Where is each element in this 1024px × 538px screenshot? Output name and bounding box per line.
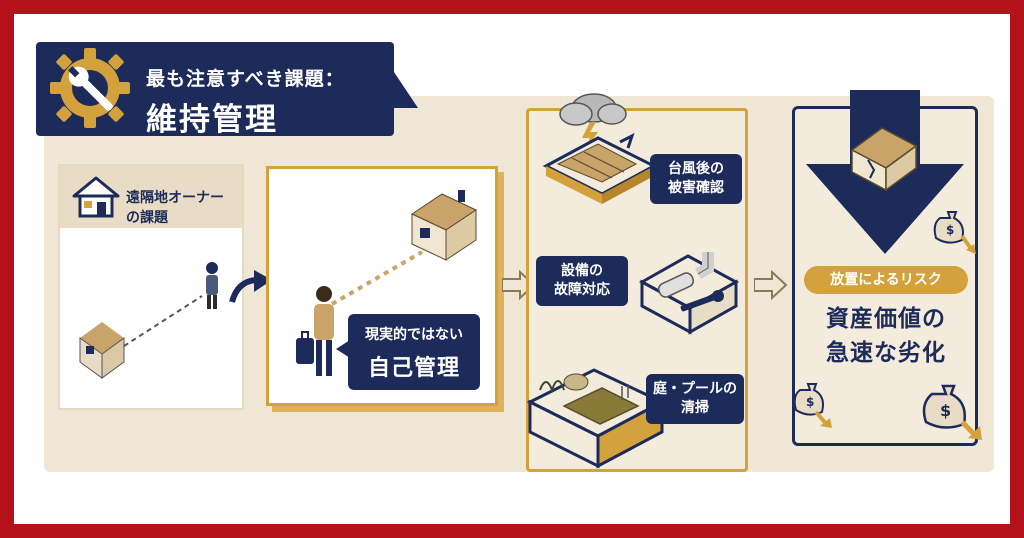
traveler-icon bbox=[296, 286, 334, 376]
task-label-equipment: 設備の 故障対応 bbox=[536, 256, 628, 306]
money-bag-down-icon: $ bbox=[932, 204, 976, 256]
title-banner-tab bbox=[394, 72, 418, 108]
task-equipment-line-2: 故障対応 bbox=[554, 282, 610, 298]
risk-statement-line-2: 急速な劣化 bbox=[826, 340, 946, 366]
damaged-house-icon bbox=[846, 120, 922, 192]
money-bag-down-icon: $ bbox=[792, 376, 836, 430]
self-management-bubble: 現実的ではない 自己管理 bbox=[348, 314, 480, 390]
svg-text:$: $ bbox=[940, 401, 951, 420]
wrench-icon bbox=[680, 290, 724, 312]
svg-text:$: $ bbox=[946, 223, 954, 237]
task-label-typhoon: 台風後の 被害確認 bbox=[650, 154, 742, 204]
person-icon bbox=[206, 262, 218, 309]
task-pool-line-2: 清掃 bbox=[681, 400, 709, 416]
risk-pill: 放置によるリスク bbox=[804, 266, 968, 294]
task-typhoon-line-2: 被害確認 bbox=[668, 180, 724, 196]
pool-cleaning-illustration bbox=[524, 346, 674, 476]
infographic-frame: 最も注意すべき課題： 維持管理 遠隔地オーナー の課題 bbox=[14, 14, 1010, 524]
gear-wrench-icon bbox=[44, 44, 144, 134]
money-bag-down-icon: $ bbox=[920, 376, 984, 442]
task-equipment-line-1: 設備の bbox=[561, 263, 603, 279]
risk-statement-line-1: 資産価値の bbox=[826, 306, 946, 332]
remote-owner-label-line-2: の課題 bbox=[126, 210, 168, 226]
storm-cloud-icon bbox=[559, 93, 627, 152]
remote-owner-label: 遠隔地オーナー の課題 bbox=[126, 188, 256, 228]
house-icon bbox=[70, 174, 122, 220]
pool-icon bbox=[562, 384, 640, 425]
self-management-illustration bbox=[272, 174, 496, 404]
risk-statement: 資産価値の 急速な劣化 bbox=[794, 302, 978, 370]
svg-text:$: $ bbox=[806, 395, 814, 409]
title-line-1: 最も注意すべき課題： bbox=[146, 68, 345, 90]
title-line-2: 維持管理 bbox=[146, 102, 278, 138]
task-pool-line-1: 庭・プールの bbox=[653, 381, 737, 397]
self-management-line-2: 自己管理 bbox=[367, 356, 460, 381]
house-isometric-icon bbox=[410, 190, 478, 261]
broken-pipe-icon bbox=[657, 252, 714, 298]
equipment-failure-illustration bbox=[634, 232, 744, 342]
remote-owner-label-line-1: 遠隔地オーナー bbox=[126, 190, 224, 206]
task-typhoon-line-1: 台風後の bbox=[668, 161, 724, 177]
arrow-right-icon bbox=[228, 268, 276, 308]
arrow-right-icon bbox=[754, 270, 788, 300]
typhoon-damage-illustration bbox=[536, 82, 666, 212]
task-label-pool: 庭・プールの 清掃 bbox=[646, 374, 744, 424]
small-house-icon bbox=[79, 322, 125, 379]
distance-illustration bbox=[72, 246, 242, 396]
self-management-line-1: 現実的ではない bbox=[365, 327, 463, 343]
